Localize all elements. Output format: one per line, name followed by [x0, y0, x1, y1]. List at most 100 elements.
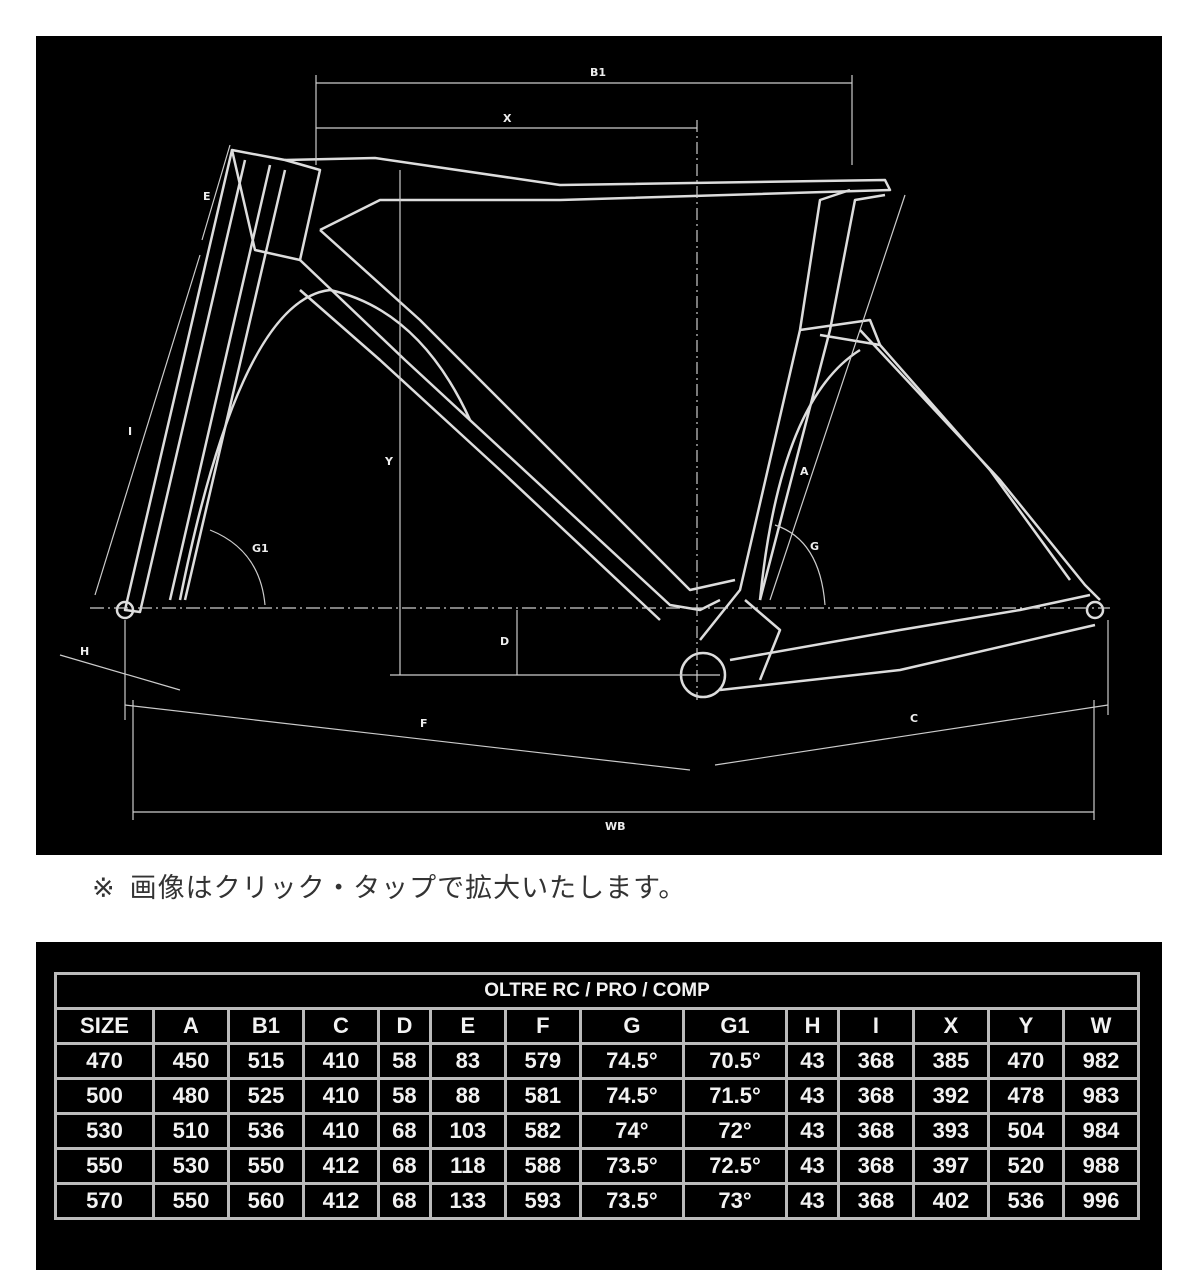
table-cell: 103: [428, 1112, 507, 1150]
table-cell: 43: [785, 1112, 840, 1150]
label-x: X: [503, 112, 512, 125]
table-cell: 68: [376, 1112, 432, 1150]
label-b1: B1: [590, 66, 606, 79]
down-tube: [299, 229, 736, 612]
table-cell: 530: [54, 1112, 155, 1150]
column-header: I: [836, 1007, 915, 1045]
table-cell: 70.5°: [681, 1042, 789, 1080]
table-cell: 73.5°: [578, 1147, 685, 1185]
table-cell: 412: [301, 1182, 380, 1220]
table-cell: 550: [152, 1182, 230, 1220]
label-wb: WB: [605, 820, 626, 833]
column-header: F: [503, 1007, 582, 1045]
table-cell: 581: [503, 1077, 582, 1115]
table-cell: 450: [152, 1042, 230, 1080]
reference-mark: ※: [92, 873, 116, 904]
table-cell: 550: [54, 1147, 155, 1185]
table-cell: 68: [376, 1147, 432, 1185]
table-cell: 550: [226, 1147, 305, 1185]
table-cell: 470: [54, 1042, 155, 1080]
table-cell: 402: [911, 1182, 990, 1220]
table-cell: 410: [301, 1077, 380, 1115]
table-cell: 515: [226, 1042, 305, 1080]
table-cell: 74.5°: [578, 1042, 685, 1080]
table-cell: 397: [911, 1147, 990, 1185]
table-cell: 43: [785, 1042, 840, 1080]
frame-drawing: B1 X E I Y G1 G A D H F C WB: [59, 66, 1110, 833]
table-cell: 412: [301, 1147, 380, 1185]
table-cell: 88: [428, 1077, 507, 1115]
table-cell: 525: [226, 1077, 305, 1115]
column-header: X: [911, 1007, 990, 1045]
frame-geometry-diagram[interactable]: B1 X E I Y G1 G A D H F C WB: [36, 36, 1162, 855]
column-header: E: [428, 1007, 507, 1045]
table-cell: 72.5°: [681, 1147, 789, 1185]
table-cell: 983: [1061, 1077, 1141, 1115]
label-a: A: [800, 465, 809, 478]
table-cell: 504: [986, 1112, 1065, 1150]
table-cell: 392: [911, 1077, 990, 1115]
table-cell: 470: [986, 1042, 1065, 1080]
chain-stay: [719, 593, 1096, 692]
column-header: G1: [681, 1007, 789, 1045]
table-cell: 582: [503, 1112, 582, 1150]
seat-tube: [699, 188, 886, 641]
label-e: E: [203, 190, 211, 203]
seat-stay: [859, 329, 1101, 601]
label-h: H: [80, 645, 89, 658]
label-i: I: [128, 425, 132, 438]
column-header: C: [301, 1007, 380, 1045]
table-cell: 593: [503, 1182, 582, 1220]
table-cell: 385: [911, 1042, 990, 1080]
label-g: G: [810, 540, 819, 553]
table-cell: 570: [54, 1182, 155, 1220]
column-header: D: [376, 1007, 432, 1045]
column-header: B1: [226, 1007, 305, 1045]
table-cell: 68: [376, 1182, 432, 1220]
table-cell: 500: [54, 1077, 155, 1115]
column-header: SIZE: [54, 1007, 155, 1045]
label-c: C: [910, 712, 918, 725]
column-header: A: [152, 1007, 230, 1045]
table-cell: 988: [1061, 1147, 1141, 1185]
table-cell: 73°: [681, 1182, 789, 1220]
column-header: H: [785, 1007, 840, 1045]
table-cell: 43: [785, 1147, 840, 1185]
table-title: OLTRE RC / PRO / COMP: [54, 972, 1140, 1010]
caption-text: 画像はクリック・タップで拡大いたします。: [129, 873, 687, 904]
table-cell: 982: [1061, 1042, 1141, 1080]
table-cell: 58: [376, 1077, 432, 1115]
fork: [123, 149, 247, 614]
table-cell: 410: [301, 1042, 380, 1080]
table-cell: 478: [986, 1077, 1065, 1115]
table-cell: 368: [836, 1112, 915, 1150]
table-cell: 72°: [681, 1112, 789, 1150]
head-tube: [230, 148, 322, 262]
table-cell: 73.5°: [578, 1182, 685, 1220]
label-g1: G1: [252, 542, 269, 555]
table-cell: 58: [376, 1042, 432, 1080]
label-d: D: [500, 635, 509, 648]
table-cell: 579: [503, 1042, 582, 1080]
table-cell: 133: [428, 1182, 507, 1220]
table-cell: 43: [785, 1077, 840, 1115]
table-cell: 530: [152, 1147, 230, 1185]
table-cell: 520: [986, 1147, 1065, 1185]
table-cell: 368: [836, 1077, 915, 1115]
table-cell: 368: [836, 1042, 915, 1080]
table-cell: 996: [1061, 1182, 1141, 1220]
table-cell: 368: [836, 1182, 915, 1220]
table-cell: 480: [152, 1077, 230, 1115]
label-f: F: [420, 717, 428, 730]
column-header: G: [578, 1007, 685, 1045]
top-tube: [284, 156, 892, 232]
column-header: Y: [986, 1007, 1065, 1045]
table-cell: 393: [911, 1112, 990, 1150]
caption: ※ 画像はクリック・タップで拡大いたします。: [92, 866, 686, 905]
